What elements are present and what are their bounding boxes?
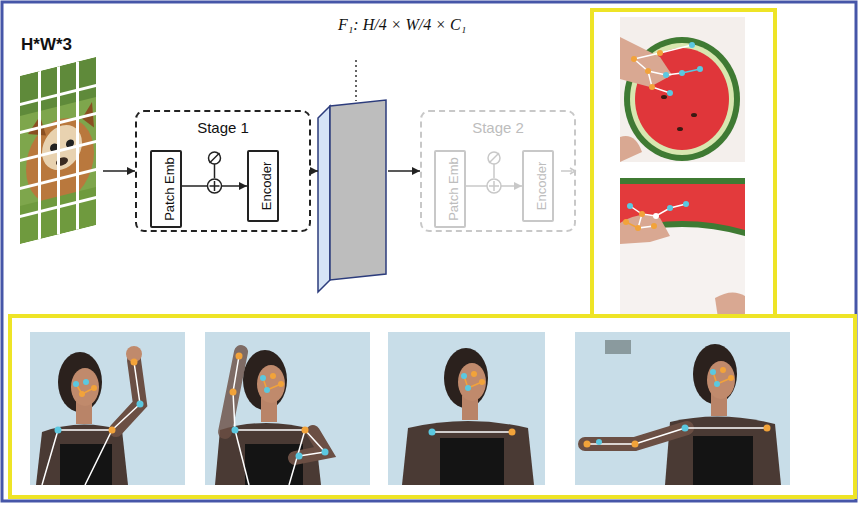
hand-keypoint-photo (620, 178, 745, 318)
patch-embed-box: Patch Emb (150, 150, 182, 228)
block-label: Encoder (527, 162, 549, 210)
flow-arrow (103, 170, 135, 172)
add-pos-embed-symbol (487, 152, 501, 193)
dimension-label: H*W*3 (15, 33, 103, 55)
stage-title: Stage 1 (137, 112, 309, 136)
block-label: Encoder (252, 162, 274, 210)
feature-map-plate (318, 60, 386, 292)
block-label: Patch Emb (439, 157, 461, 221)
flow-arrow (311, 170, 318, 172)
flow-arrow (388, 170, 420, 172)
stage2-output-arrow (561, 168, 575, 174)
add-pos-embed-symbol (208, 152, 222, 193)
highlight-box (10, 316, 855, 497)
encoder-box: Encoder (247, 150, 279, 222)
input-image-node: H*W*3 (15, 33, 103, 240)
encoder-box: Encoder (522, 150, 554, 222)
pose-photo (205, 332, 370, 485)
hand-keypoint-photo (620, 17, 745, 162)
pose-photo (30, 332, 185, 485)
formula-label: F₁: H/4 × W/4 × C₁ (338, 16, 466, 34)
stage-title: Stage 2 (422, 112, 574, 136)
pose-photo (575, 332, 790, 485)
block-label: Patch Emb (155, 157, 177, 221)
patch-embed-box: Patch Emb (434, 150, 466, 228)
stage-box: Stage 2 Patch Emb Encoder (420, 110, 576, 232)
stage-box: Stage 1 Patch Emb Encoder (135, 110, 311, 232)
input-image (20, 57, 96, 244)
pose-photo (388, 332, 545, 485)
feature-map-node: F₁: H/4 × W/4 × C₁ (318, 100, 388, 292)
